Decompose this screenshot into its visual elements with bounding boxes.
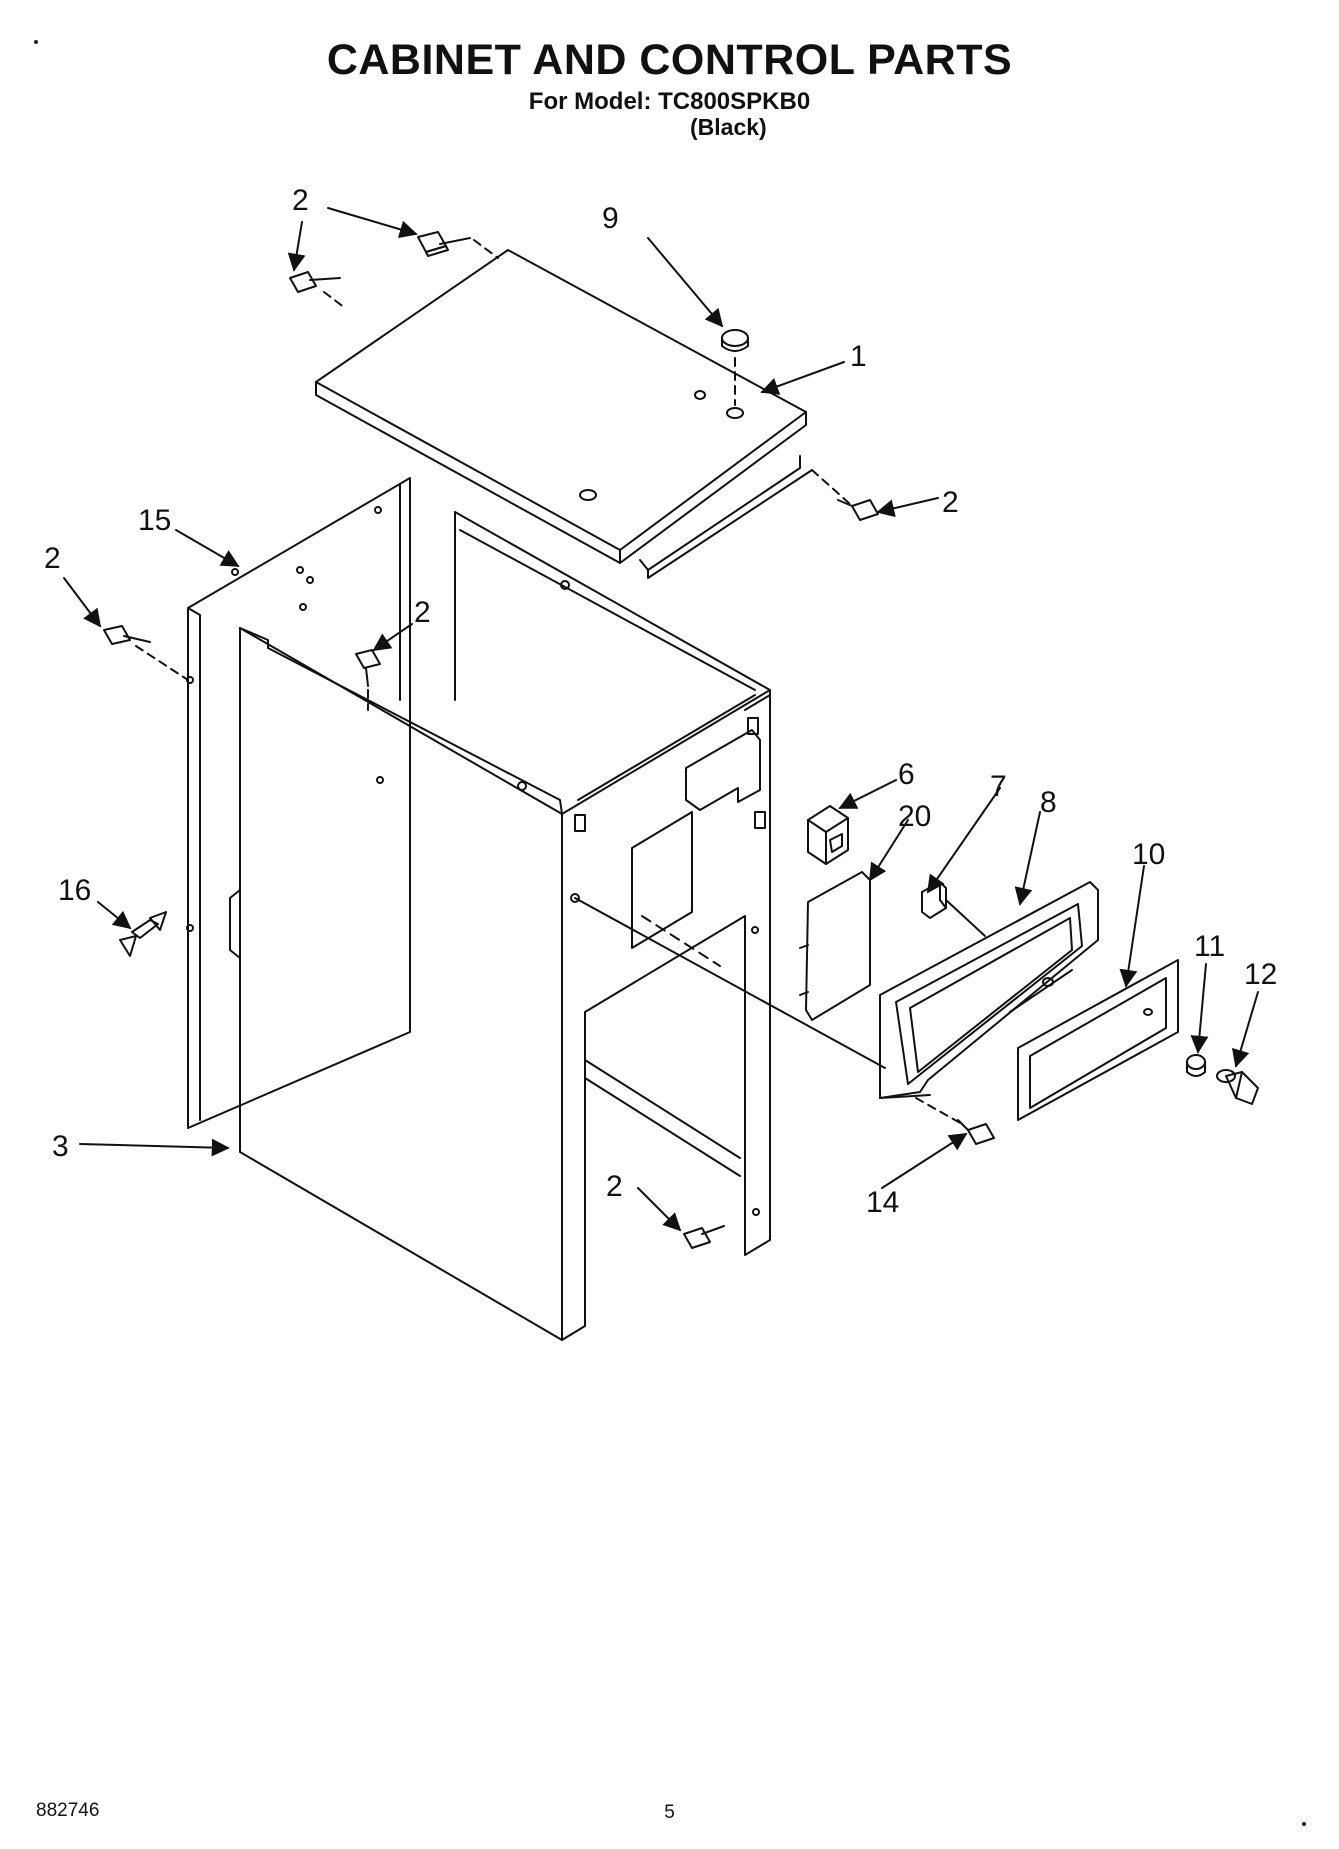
callout-8: 8 — [1040, 786, 1057, 819]
plug — [721, 329, 749, 352]
page-title: CABINET AND CONTROL PARTS — [326, 36, 1013, 84]
screw — [417, 231, 471, 257]
wing-nut — [119, 911, 167, 957]
callout-3: 3 — [52, 1130, 69, 1163]
screw — [683, 1225, 725, 1249]
screw — [289, 271, 341, 293]
control-knob — [1216, 1069, 1259, 1105]
rocker-switch — [807, 805, 849, 865]
callout-10: 10 — [1132, 838, 1165, 871]
callout-7: 7 — [990, 770, 1007, 803]
callout-15: 15 — [138, 504, 171, 537]
corner-mark — [34, 40, 38, 44]
screw — [355, 649, 381, 687]
document-number: 882746 — [36, 1800, 100, 1821]
screw — [837, 499, 879, 521]
cabinet — [239, 511, 886, 1341]
model-variant: (Black) — [690, 114, 767, 140]
callout-labels: 2 9 1 2 15 2 2 6 7 8 20 10 16 11 12 3 2 … — [44, 184, 1277, 1219]
callout-9: 9 — [602, 202, 619, 235]
callout-20: 20 — [898, 800, 931, 833]
callout-16: 16 — [58, 874, 91, 907]
control-panel-frame — [879, 881, 1099, 1099]
screw — [103, 625, 151, 645]
knob-bushing — [1186, 1054, 1206, 1077]
callout-2: 2 — [606, 1170, 623, 1203]
callout-6: 6 — [898, 758, 915, 791]
side-panel — [186, 477, 411, 1129]
callout-11: 11 — [1194, 930, 1225, 963]
callout-2: 2 — [414, 596, 431, 629]
model-line: For Model: TC800SPKB0 — [528, 88, 811, 115]
callout-1: 1 — [850, 340, 867, 373]
top-panel — [315, 249, 813, 579]
control-overlay — [1017, 959, 1179, 1121]
page-number: 5 — [664, 1802, 675, 1823]
callout-2: 2 — [942, 486, 959, 519]
callout-2: 2 — [292, 184, 309, 217]
cover-plate — [799, 871, 871, 1021]
screw — [957, 1119, 995, 1145]
callout-12: 12 — [1244, 958, 1277, 991]
callout-2: 2 — [44, 542, 61, 575]
leader-lines — [63, 207, 1259, 1232]
callout-14: 14 — [866, 1186, 899, 1219]
wire-connector — [921, 881, 986, 937]
corner-mark — [1302, 1822, 1306, 1826]
